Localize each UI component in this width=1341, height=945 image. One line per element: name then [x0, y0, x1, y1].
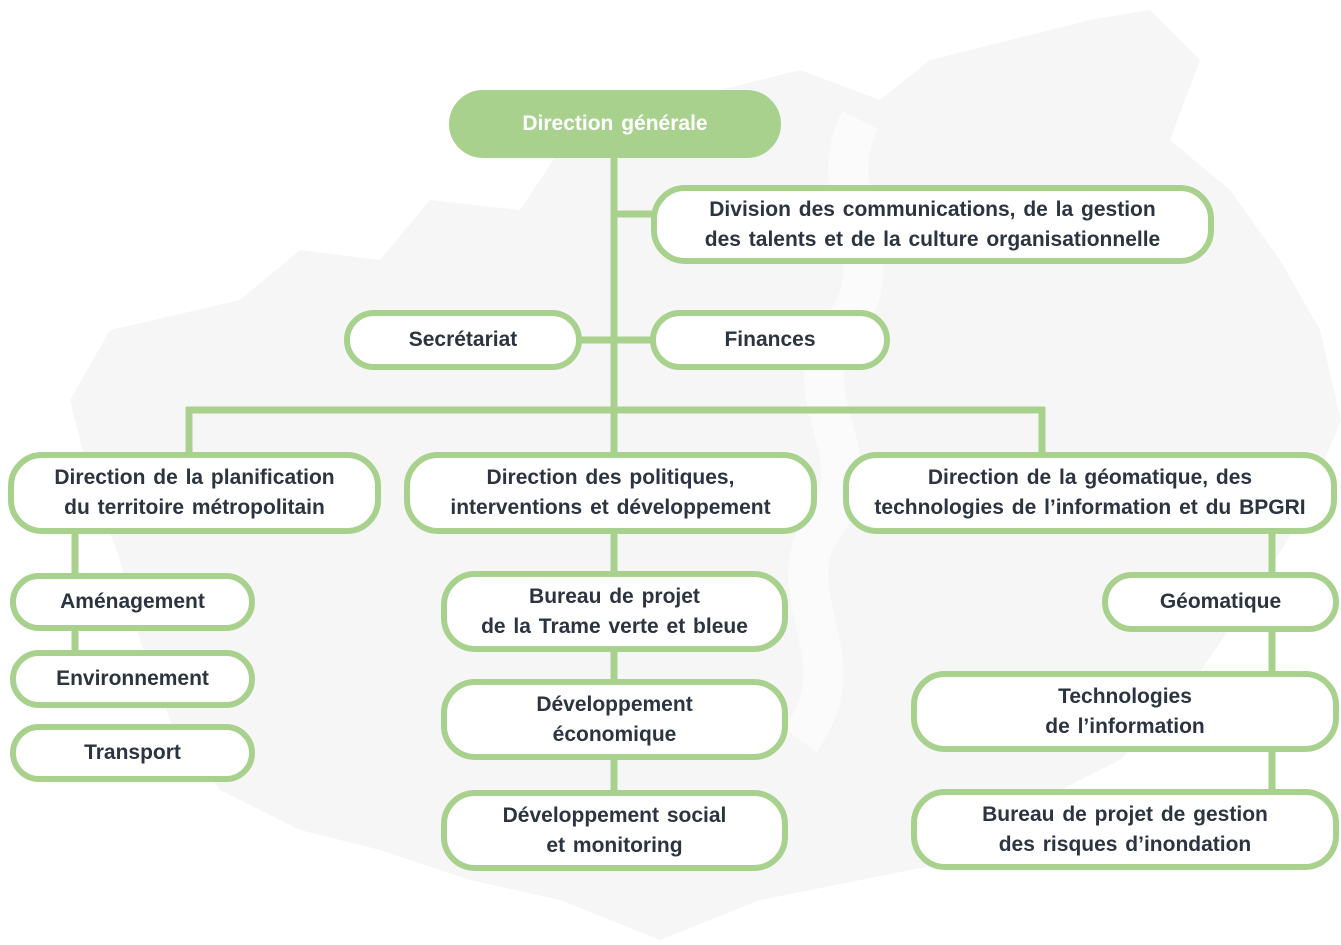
node-label: Environnement: [56, 667, 209, 690]
node-label: Bureau de projet de la Trame verte et bl…: [481, 584, 748, 638]
node-label: Bureau de projet de gestion des risques …: [982, 802, 1268, 856]
node-label: Développement économique: [536, 692, 693, 746]
node-direction-politiques: Direction des politiques, interventions …: [404, 452, 817, 534]
node-geomatique: Géomatique: [1102, 572, 1339, 632]
node-label: Division des communications, de la gesti…: [704, 197, 1161, 251]
node-bureau-trame-verte: Bureau de projet de la Trame verte et bl…: [441, 571, 788, 652]
node-amenagement: Aménagement: [10, 573, 255, 631]
node-environnement: Environnement: [10, 650, 255, 708]
node-developpement-social: Développement social et monitoring: [441, 790, 788, 871]
node-label: Direction de la planification du territo…: [54, 466, 335, 519]
node-label: Secrétariat: [408, 328, 518, 351]
node-label: Développement social et monitoring: [502, 803, 727, 857]
node-label: Technologies de l’information: [1045, 684, 1205, 738]
node-bureau-risques-inondation: Bureau de projet de gestion des risques …: [911, 789, 1339, 870]
node-developpement-economique: Développement économique: [441, 679, 788, 760]
node-label: Finances: [724, 328, 816, 351]
node-transport: Transport: [10, 724, 255, 782]
node-finances: Finances: [650, 310, 890, 370]
node-label: Direction générale: [522, 112, 708, 135]
node-direction-generale: Direction générale: [449, 90, 781, 158]
node-direction-geomatique: Direction de la géomatique, des technolo…: [843, 452, 1337, 534]
node-direction-planification: Direction de la planification du territo…: [8, 452, 381, 534]
node-label: Géomatique: [1159, 590, 1282, 613]
node-label: Direction des politiques, interventions …: [450, 466, 771, 519]
node-division-communications: Division des communications, de la gesti…: [651, 185, 1214, 264]
node-technologies-information: Technologies de l’information: [911, 671, 1339, 752]
node-label: Direction de la géomatique, des technolo…: [874, 466, 1306, 519]
node-secretariat: Secrétariat: [344, 310, 582, 370]
node-label: Transport: [84, 741, 181, 764]
node-label: Aménagement: [60, 590, 205, 613]
